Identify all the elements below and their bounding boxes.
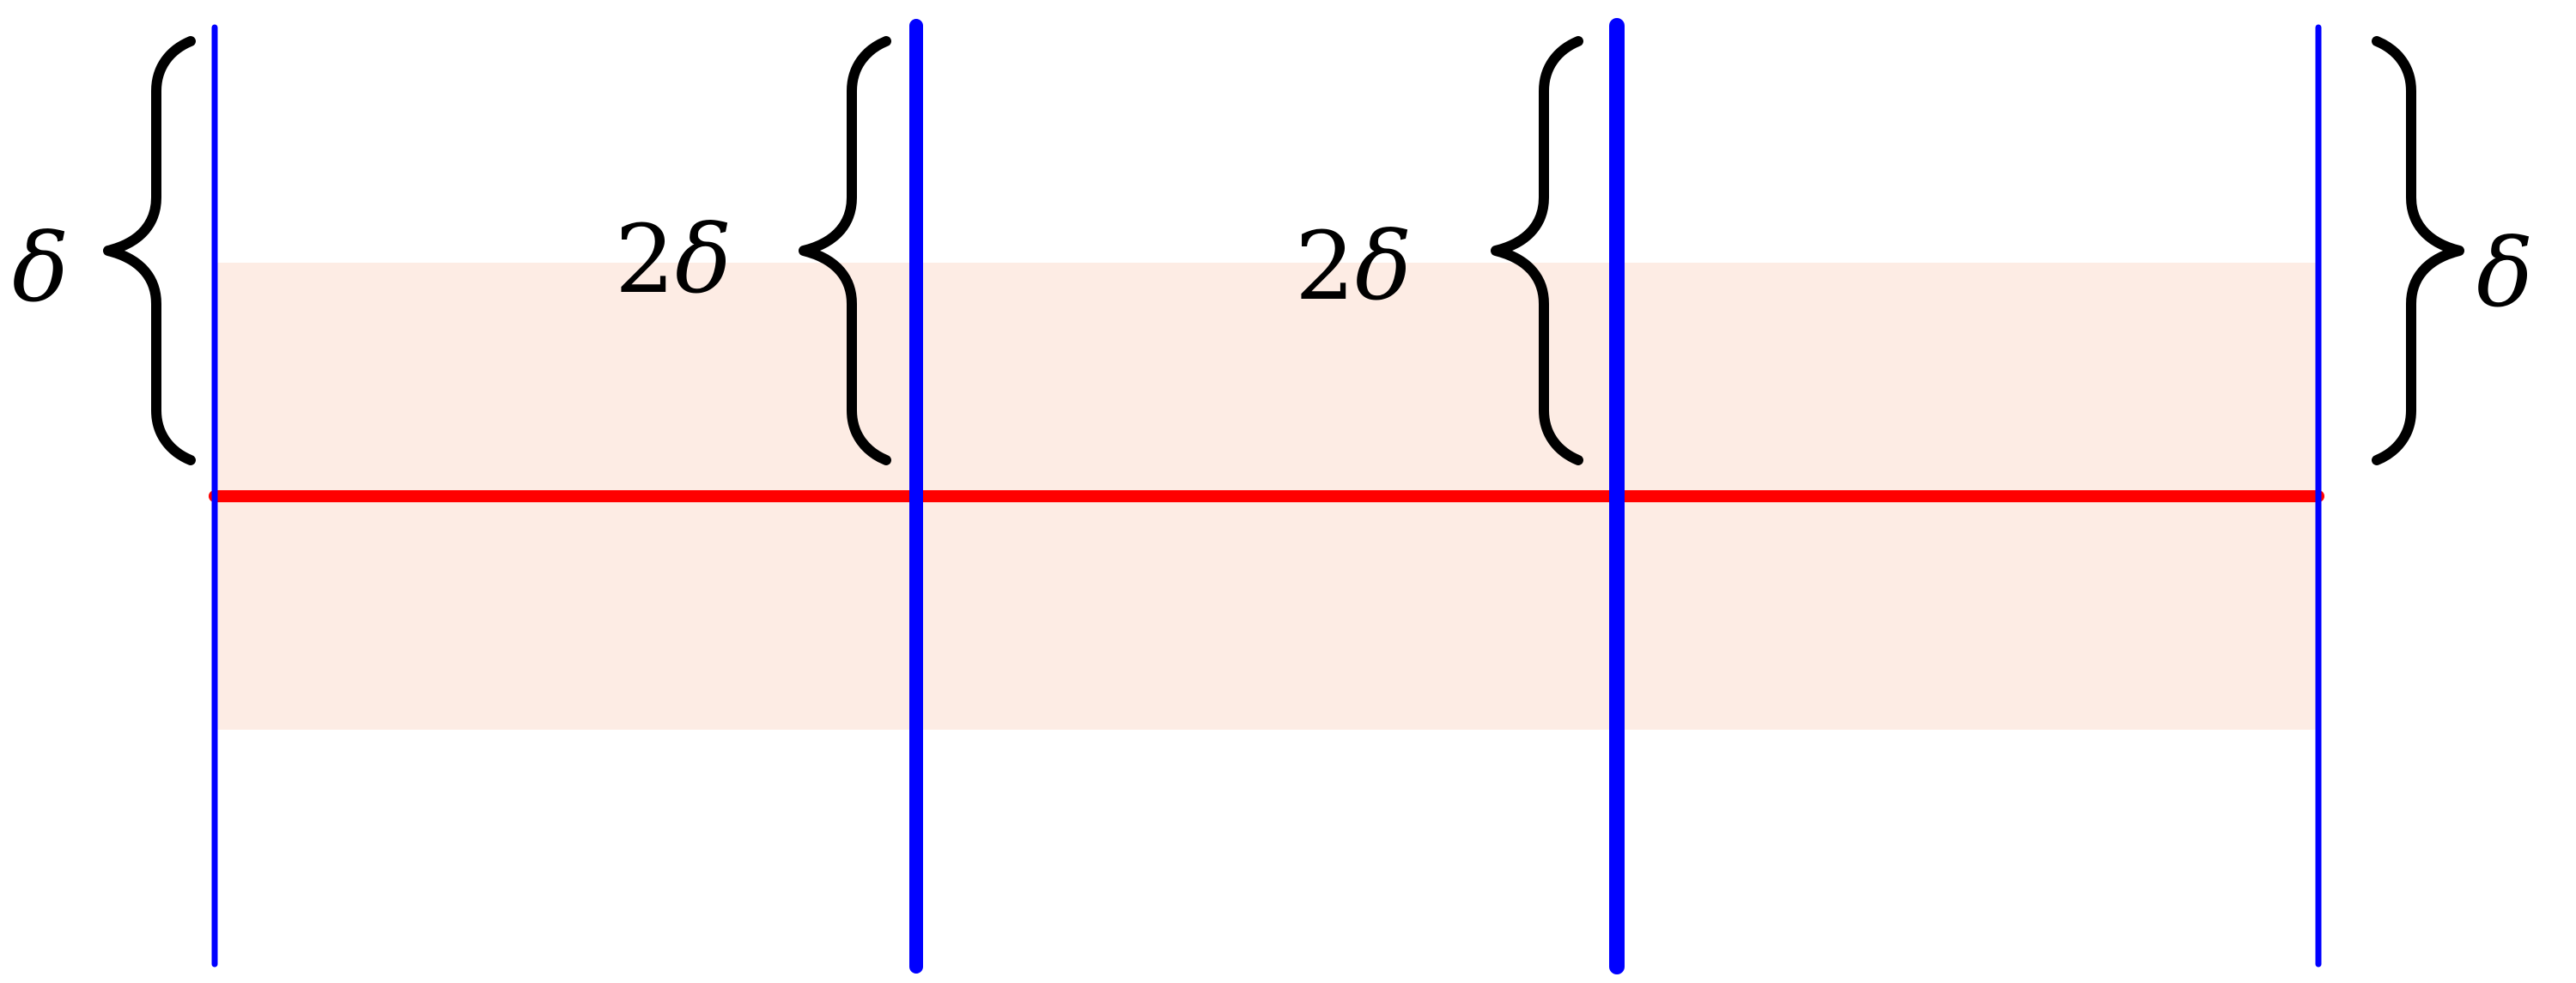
label-middle-left-delta: δ	[675, 204, 732, 314]
brace-right	[2372, 36, 2464, 465]
label-middle-right: 2δ	[1295, 211, 1412, 321]
brace-left-2	[799, 36, 891, 465]
brace-left-1	[103, 36, 196, 465]
label-middle-right-delta: δ	[1355, 211, 1412, 321]
label-right-delta: δ	[2476, 218, 2533, 328]
label-left-delta: δ	[12, 213, 69, 323]
label-middle-left-coeff: 2	[615, 204, 675, 314]
label-middle-left: 2δ	[615, 204, 732, 314]
brace-left-3	[1491, 36, 1583, 465]
label-middle-right-coeff: 2	[1295, 211, 1355, 321]
